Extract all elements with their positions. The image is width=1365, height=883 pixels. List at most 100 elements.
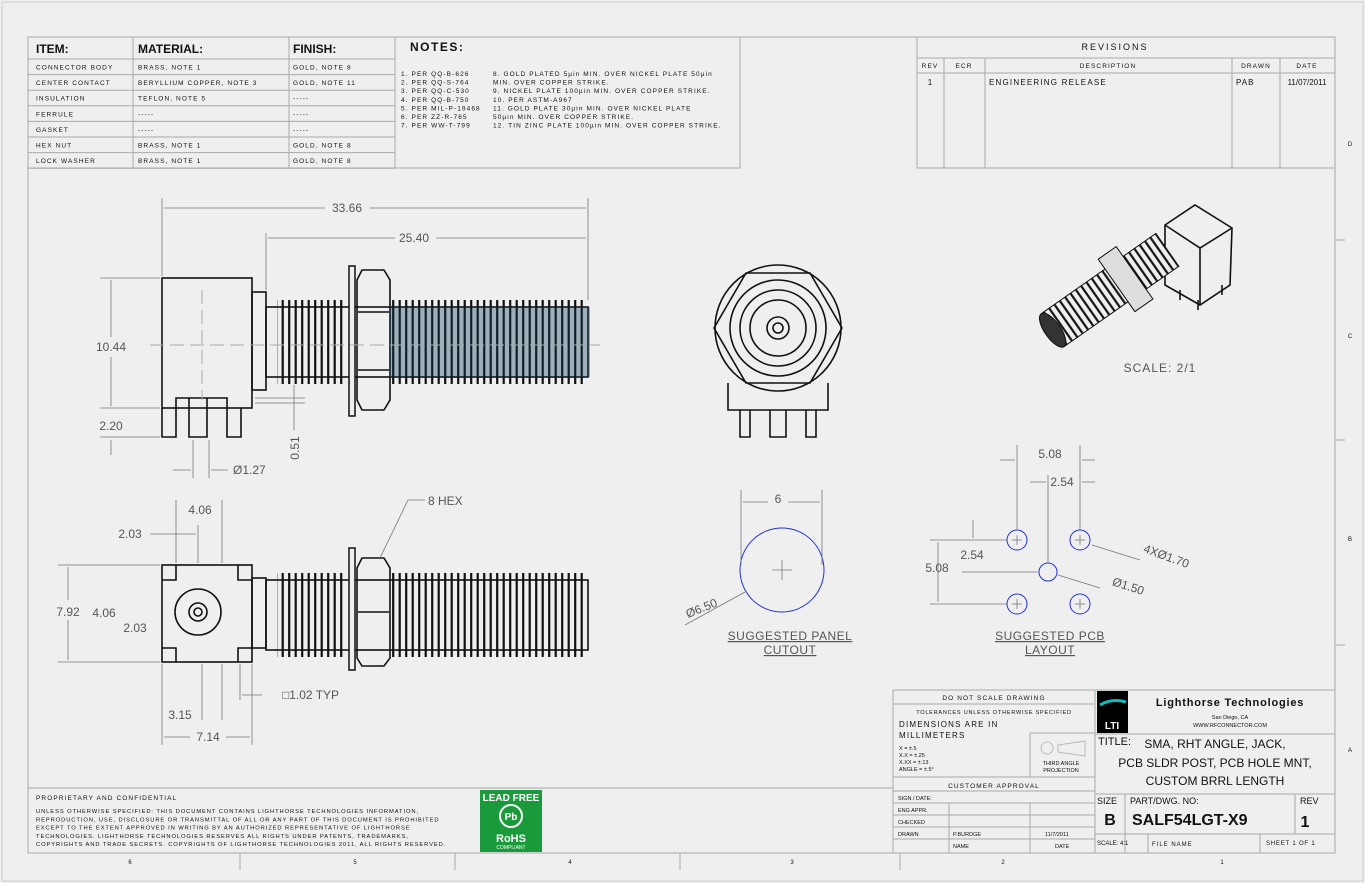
dim-pcb-inner-vertical: 2.54: [960, 548, 984, 562]
sheet-label: SHEET 1 OF 1: [1266, 841, 1316, 847]
dim-pcb-ground-holes: 4XØ1.70: [1142, 542, 1192, 571]
title-block: DO NOT SCALE DRAWING TOLERANCES UNLESS O…: [892, 689, 1336, 854]
materials-cell: GASKET: [36, 127, 69, 134]
note-item: 11. GOLD PLATE 30µin MIN. OVER NICKEL PL…: [493, 105, 692, 112]
name-label: NAME: [953, 844, 969, 850]
materials-cell: BRASS, NOTE 1: [138, 143, 201, 150]
zone-column-label: 2: [1001, 860, 1005, 866]
iso-view: SCALE: 2/1: [1038, 204, 1233, 375]
materials-cell: GOLD, NOTE 8: [293, 65, 352, 72]
zone-column-label: 4: [568, 860, 572, 866]
tol-x: X = ±.5: [899, 746, 917, 752]
proprietary-line: REPRODUCTION, USE, DISCLOSURE OR TRANSMI…: [36, 817, 439, 823]
ecr-header: ECR: [955, 63, 972, 70]
title-line-1: SMA, RHT ANGLE, JACK,: [1144, 737, 1285, 751]
title-line-3: CUSTOM BRRL LENGTH: [1146, 774, 1285, 788]
tol-angle: ANGLE = ±.5°: [899, 767, 934, 773]
company-city: San Diego, CA: [1212, 715, 1249, 721]
size-label: SIZE: [1097, 796, 1117, 806]
dim-overall-length: 33.66: [332, 201, 362, 215]
projection-line-1: THIRD ANGLE: [1043, 761, 1080, 767]
note-item: MIN. OVER COPPER STRIKE.: [493, 80, 610, 87]
revisions-table: REVISIONS REV ECR DESCRIPTION DRAWN DATE…: [916, 36, 1336, 169]
rev-label: REV: [1300, 796, 1319, 806]
file-name-label: FILE NAME: [1152, 842, 1193, 848]
badge-lead-free: LEAD FREE: [483, 793, 540, 804]
zone-column-label: 1: [1220, 860, 1224, 866]
note-item: 7. PER WW-T-799: [401, 123, 471, 130]
size-value: B: [1104, 812, 1116, 829]
note-item: 50µin MIN. OVER COPPER STRIKE.: [493, 114, 634, 121]
dim-pcb-center-hole: Ø1.50: [1111, 574, 1147, 598]
note-item: 10. PER ASTM-A967: [493, 97, 573, 104]
lead-free-badge: LEAD FREE Pb RoHS COMPLIANT: [480, 790, 542, 852]
dim-pcb-outer-vertical: 5.08: [925, 561, 949, 575]
checked: CHECKED: [898, 820, 925, 826]
dim-bottom-inner: 4.06: [92, 606, 116, 620]
panel-cutout-label-1: SUGGESTED PANEL: [728, 629, 853, 643]
badge-compliant: COMPLIANT: [496, 845, 525, 851]
projection-symbol-icon: [1040, 741, 1054, 755]
proprietary-notice: PROPRIETARY AND CONFIDENTIAL UNLESS OTHE…: [28, 787, 893, 848]
materials-cell: CENTER CONTACT: [36, 80, 111, 87]
date-header: DATE: [1296, 63, 1317, 70]
materials-cell: GOLD, NOTE 8: [293, 143, 352, 150]
dim-panel-width: 6: [775, 492, 782, 506]
drawn: DRAWN: [898, 832, 919, 838]
materials-cell: BRASS, NOTE 1: [138, 65, 201, 72]
notes-title: NOTES:: [410, 40, 464, 54]
tolerances-label: TOLERANCES UNLESS OTHERWISE SPECIFIED: [916, 710, 1072, 716]
proprietary-title: PROPRIETARY AND CONFIDENTIAL: [36, 795, 177, 802]
dim-pin-length: 2.20: [99, 419, 123, 433]
dim-pcb-inner: 2.54: [1050, 475, 1074, 489]
materials-cell: -----: [293, 111, 309, 118]
header-finish: FINISH:: [293, 42, 336, 56]
dim-bottom-total: 7.14: [196, 730, 220, 744]
materials-cell: GOLD, NOTE 11: [293, 80, 356, 87]
note-item: 9. NICKEL PLATE 100µin MIN. OVER COPPER …: [493, 88, 711, 95]
materials-cell: CONNECTOR BODY: [36, 65, 113, 72]
proprietary-line: EXCEPT TO THE EXTENT APPROVED IN WRITING…: [36, 826, 411, 832]
units-line-2: MILLIMETERS: [899, 731, 966, 740]
materials-cell: TEFLON, NOTE 5: [138, 96, 206, 103]
dim-body-height: 10.44: [96, 340, 126, 354]
materials-cell: LOCK WASHER: [36, 158, 96, 165]
note-item: 5. PER MIL-P-19468: [401, 105, 481, 112]
logo-text: LTI: [1105, 721, 1119, 732]
projection-line-2: PROJECTION: [1043, 768, 1078, 774]
header-item: ITEM:: [36, 42, 69, 56]
zone-column-label: 6: [128, 860, 132, 866]
materials-cell: FERRULE: [36, 111, 74, 118]
zone-row-label: D: [1348, 142, 1353, 148]
zone-row-label: A: [1348, 748, 1352, 754]
do-not-scale: DO NOT SCALE DRAWING: [942, 695, 1045, 702]
badge-rohs: RoHS: [496, 833, 526, 845]
materials-cell: -----: [293, 96, 309, 103]
materials-cell: BERYLLIUM COPPER, NOTE 3: [138, 80, 257, 87]
units-line-1: DIMENSIONS ARE IN: [899, 720, 999, 729]
tol-xx: X.X = ±.25: [899, 753, 925, 759]
note-item: 2. PER QQ-S-764: [401, 80, 470, 87]
panel-cutout: 6 Ø6.50 SUGGESTED PANEL CUTOUT: [684, 490, 853, 657]
materials-cell: INSULATION: [36, 96, 86, 103]
proprietary-line: COPYRIGHTS AND TRADE SECRETS. COPYRIGHTS…: [36, 842, 446, 848]
header-material: MATERIAL:: [138, 42, 203, 56]
materials-table: ITEM: MATERIAL: FINISH: CONNECTOR BODY BR…: [27, 36, 396, 169]
rev-drawn: PAB: [1236, 78, 1254, 87]
materials-cell: -----: [138, 127, 154, 134]
materials-cell: -----: [138, 111, 154, 118]
dim-standoff: 0.51: [288, 436, 302, 460]
dim-hex: 8 HEX: [428, 494, 463, 508]
materials-cell: BRASS, NOTE 1: [138, 158, 201, 165]
pcb-layout-label-2: LAYOUT: [1025, 643, 1075, 657]
revisions-title: REVISIONS: [1081, 42, 1148, 52]
company-name: Lighthorse Technologies: [1156, 697, 1304, 709]
drawn-by: P.BURDGE: [953, 832, 981, 838]
sign-date: SIGN / DATE:: [898, 796, 932, 802]
dim-pin-diameter: Ø1.27: [233, 463, 266, 477]
dim-pin-square: □1.02 TYP: [282, 688, 339, 702]
proprietary-line: TECHNOLOGIES. LIGHTHORSE TECHNOLOGIES RE…: [36, 834, 409, 840]
